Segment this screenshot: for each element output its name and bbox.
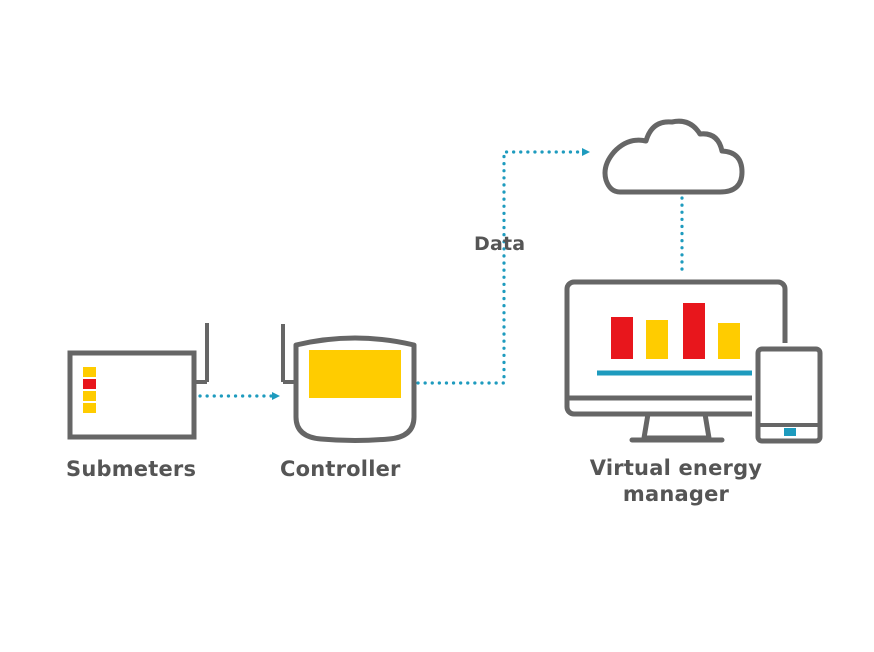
submeter-indicator-3 xyxy=(83,391,96,401)
submeter-device-icon xyxy=(67,323,209,440)
monitor-bar-2 xyxy=(646,320,668,359)
virtual-energy-manager-label: Virtual energy manager xyxy=(556,455,796,507)
virtual-energy-manager-label-line1: Virtual energy xyxy=(589,456,763,480)
controller-label: Controller xyxy=(280,457,401,481)
submeters-label: Submeters xyxy=(66,457,197,481)
controller-display xyxy=(309,350,401,398)
cloud-icon xyxy=(602,118,745,195)
monitor-bar-4 xyxy=(718,323,740,359)
monitor-bar-3 xyxy=(683,303,705,359)
phone-button xyxy=(784,428,796,436)
virtual-energy-manager-label-line2: manager xyxy=(622,482,730,506)
monitor-bar-1 xyxy=(611,317,633,359)
monitor-bar-chart xyxy=(597,303,753,376)
submeter-indicator-2 xyxy=(83,379,96,389)
submeter-indicator-1 xyxy=(83,367,96,377)
phone-icon xyxy=(752,343,826,447)
data-label: Data xyxy=(474,233,526,255)
data-path-to-cloud xyxy=(416,148,590,385)
controller-device-icon xyxy=(281,324,417,443)
submeter-indicator-4 xyxy=(83,403,96,413)
